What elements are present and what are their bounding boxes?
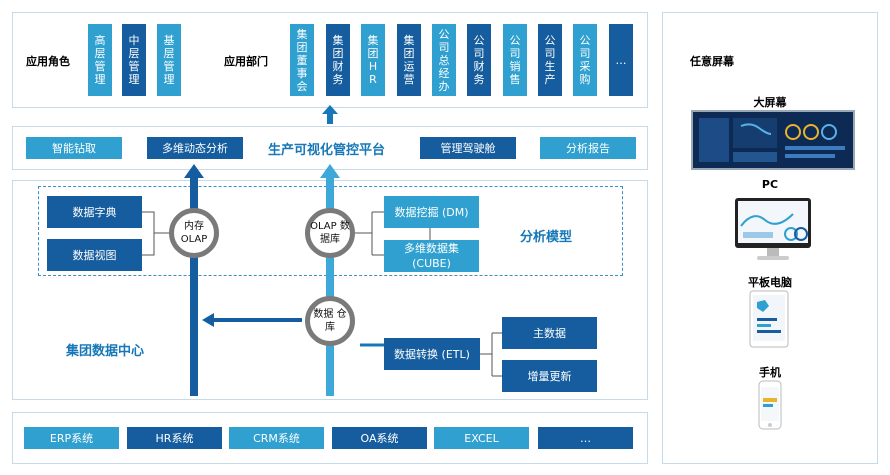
etl-box: 数据转换 (ETL) bbox=[384, 338, 480, 370]
incremental-update: 增量更新 bbox=[502, 360, 597, 392]
role-middle: 中层管理 bbox=[122, 24, 146, 96]
source-more: … bbox=[538, 427, 633, 449]
analysis-model-label: 分析模型 bbox=[520, 230, 573, 245]
platform-multidim-analysis: 多维动态分析 bbox=[147, 137, 243, 159]
dict-connector bbox=[142, 211, 170, 256]
etl-connector bbox=[480, 332, 502, 377]
dept-board: 集团董事会 bbox=[290, 24, 314, 96]
source-excel: EXCEL bbox=[434, 427, 529, 449]
tablet-label: 平板电脑 bbox=[748, 276, 792, 289]
data-dictionary: 数据字典 bbox=[47, 196, 142, 228]
middle-vertical-arrow bbox=[326, 176, 334, 396]
left-vertical-arrow bbox=[190, 176, 198, 396]
model-connector bbox=[355, 211, 384, 256]
source-hr: HR系统 bbox=[127, 427, 222, 449]
roles-label: 应用角色 bbox=[26, 55, 70, 68]
dept-company-finance: 公司财务 bbox=[467, 24, 491, 96]
platform-cockpit: 管理驾驶舱 bbox=[420, 137, 516, 159]
dept-group-ops: 集团运营 bbox=[397, 24, 421, 96]
dept-gm-office: 公司总经办 bbox=[432, 24, 456, 96]
source-erp: ERP系统 bbox=[24, 427, 119, 449]
big-screen-icon bbox=[691, 110, 855, 170]
phone-icon bbox=[758, 380, 782, 430]
pc-label: PC bbox=[761, 178, 779, 191]
memory-olap-node: 内存 OLAP bbox=[169, 208, 219, 258]
dept-company-sales: 公司销售 bbox=[503, 24, 527, 96]
data-view: 数据视图 bbox=[47, 239, 142, 271]
platform-to-top-arrow bbox=[327, 112, 333, 124]
screens-title: 任意屏幕 bbox=[690, 55, 734, 68]
platform-smart-drill: 智能钻取 bbox=[26, 137, 122, 159]
dept-company-production: 公司生产 bbox=[538, 24, 562, 96]
data-mining: 数据挖掘 (DM) bbox=[384, 196, 479, 228]
depts-label: 应用部门 bbox=[224, 55, 268, 68]
data-warehouse-node: 数据 仓库 bbox=[305, 296, 355, 346]
dept-group-hr: 集团HR bbox=[361, 24, 385, 96]
source-crm: CRM系统 bbox=[229, 427, 324, 449]
role-senior: 高层管理 bbox=[88, 24, 112, 96]
tablet-icon bbox=[749, 290, 789, 348]
platform-title: 生产可视化管控平台 bbox=[268, 143, 386, 158]
olap-cube: 多维数据集 (CUBE) bbox=[384, 240, 479, 272]
data-center-label: 集团数据中心 bbox=[66, 344, 145, 359]
dept-group-finance: 集团财务 bbox=[326, 24, 350, 96]
source-oa: OA系统 bbox=[332, 427, 427, 449]
role-junior: 基层管理 bbox=[157, 24, 181, 96]
dept-more: … bbox=[609, 24, 633, 96]
master-data: 主数据 bbox=[502, 317, 597, 349]
pc-icon bbox=[733, 196, 813, 264]
big-screen-label: 大屏幕 bbox=[753, 96, 787, 109]
dept-company-purchase: 公司采购 bbox=[573, 24, 597, 96]
platform-report: 分析报告 bbox=[540, 137, 636, 159]
olap-database-node: OLAP 数据库 bbox=[305, 208, 355, 258]
phone-label: 手机 bbox=[759, 366, 781, 379]
